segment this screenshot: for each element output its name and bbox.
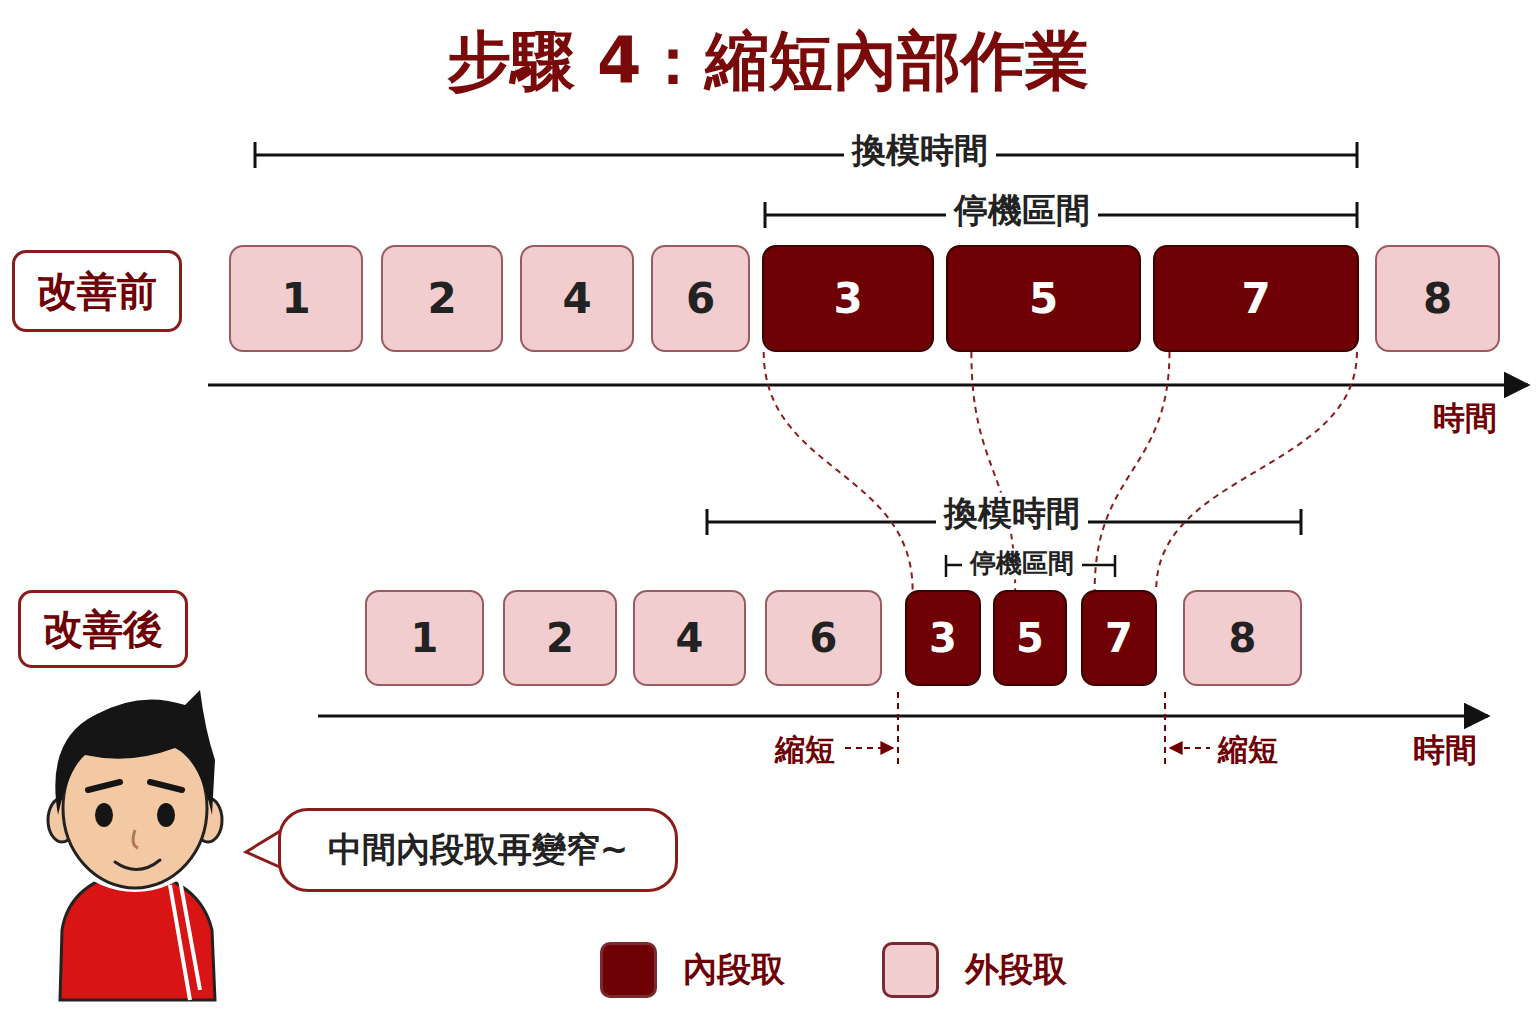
external-step-box: 8 — [1375, 245, 1500, 352]
internal-step-box: 3 — [762, 245, 934, 352]
speech-text: 中間內段取再變窄~ — [328, 827, 629, 873]
axis-label: 時間 — [1405, 731, 1485, 769]
step-number: 7 — [1241, 274, 1270, 323]
internal-step-box: 7 — [1153, 245, 1359, 352]
character-illustration — [47, 690, 223, 1000]
step-number: 2 — [427, 274, 456, 323]
step-number: 7 — [1105, 615, 1133, 661]
time-axes — [208, 385, 1528, 716]
step-number: 6 — [686, 274, 715, 323]
step-number: 5 — [1029, 274, 1058, 323]
span-label: 換模時間 — [936, 493, 1088, 534]
external-step-box: 4 — [633, 590, 746, 686]
step-number: 8 — [1423, 274, 1452, 323]
step-number: 1 — [281, 274, 310, 323]
step-number: 5 — [1016, 615, 1044, 661]
external-step-box: 6 — [651, 245, 750, 352]
brackets — [255, 142, 1357, 577]
step-number: 2 — [546, 615, 574, 661]
row-tag-box: 改善前 — [12, 250, 182, 332]
step-number: 6 — [810, 615, 838, 661]
span-label: 停機區間 — [962, 548, 1082, 579]
step-number: 3 — [833, 274, 862, 323]
shorten-label: 縮短 — [767, 732, 843, 768]
external-step-box: 2 — [381, 245, 503, 352]
row-tag-box: 改善後 — [18, 590, 188, 668]
step-number: 4 — [562, 274, 591, 323]
page-title: 步驟 4：縮短內部作業 — [0, 18, 1536, 105]
shorten-label: 縮短 — [1210, 732, 1286, 768]
legend-swatch — [882, 942, 939, 998]
external-step-box: 8 — [1183, 590, 1302, 686]
step-number: 1 — [411, 615, 439, 661]
external-step-box: 2 — [503, 590, 617, 686]
mapping-connector — [1156, 352, 1357, 590]
step-number: 3 — [929, 615, 957, 661]
span-label: 停機區間 — [946, 190, 1098, 231]
external-step-box: 1 — [365, 590, 484, 686]
speech-bubble: 中間內段取再變窄~ — [278, 808, 678, 892]
internal-step-box: 3 — [905, 590, 981, 686]
external-step-box: 4 — [520, 245, 634, 352]
step-number: 4 — [676, 615, 704, 661]
internal-step-box: 5 — [946, 245, 1141, 352]
axis-label: 時間 — [1425, 399, 1505, 437]
mapping-connector — [764, 352, 913, 590]
bubble-tail — [246, 830, 282, 868]
external-step-box: 1 — [229, 245, 363, 352]
mapping-connector — [1095, 352, 1170, 590]
external-step-box: 6 — [765, 590, 882, 686]
span-label: 換模時間 — [844, 130, 996, 171]
internal-step-box: 7 — [1081, 590, 1157, 686]
legend-swatch — [600, 942, 657, 998]
shorten-markers — [845, 692, 1212, 766]
row-label: 改善前 — [37, 264, 157, 319]
legend-text: 外段取 — [965, 947, 1067, 993]
internal-step-box: 5 — [993, 590, 1067, 686]
row-label: 改善後 — [43, 602, 163, 657]
step-number: 8 — [1229, 615, 1257, 661]
legend-text: 內段取 — [683, 947, 785, 993]
